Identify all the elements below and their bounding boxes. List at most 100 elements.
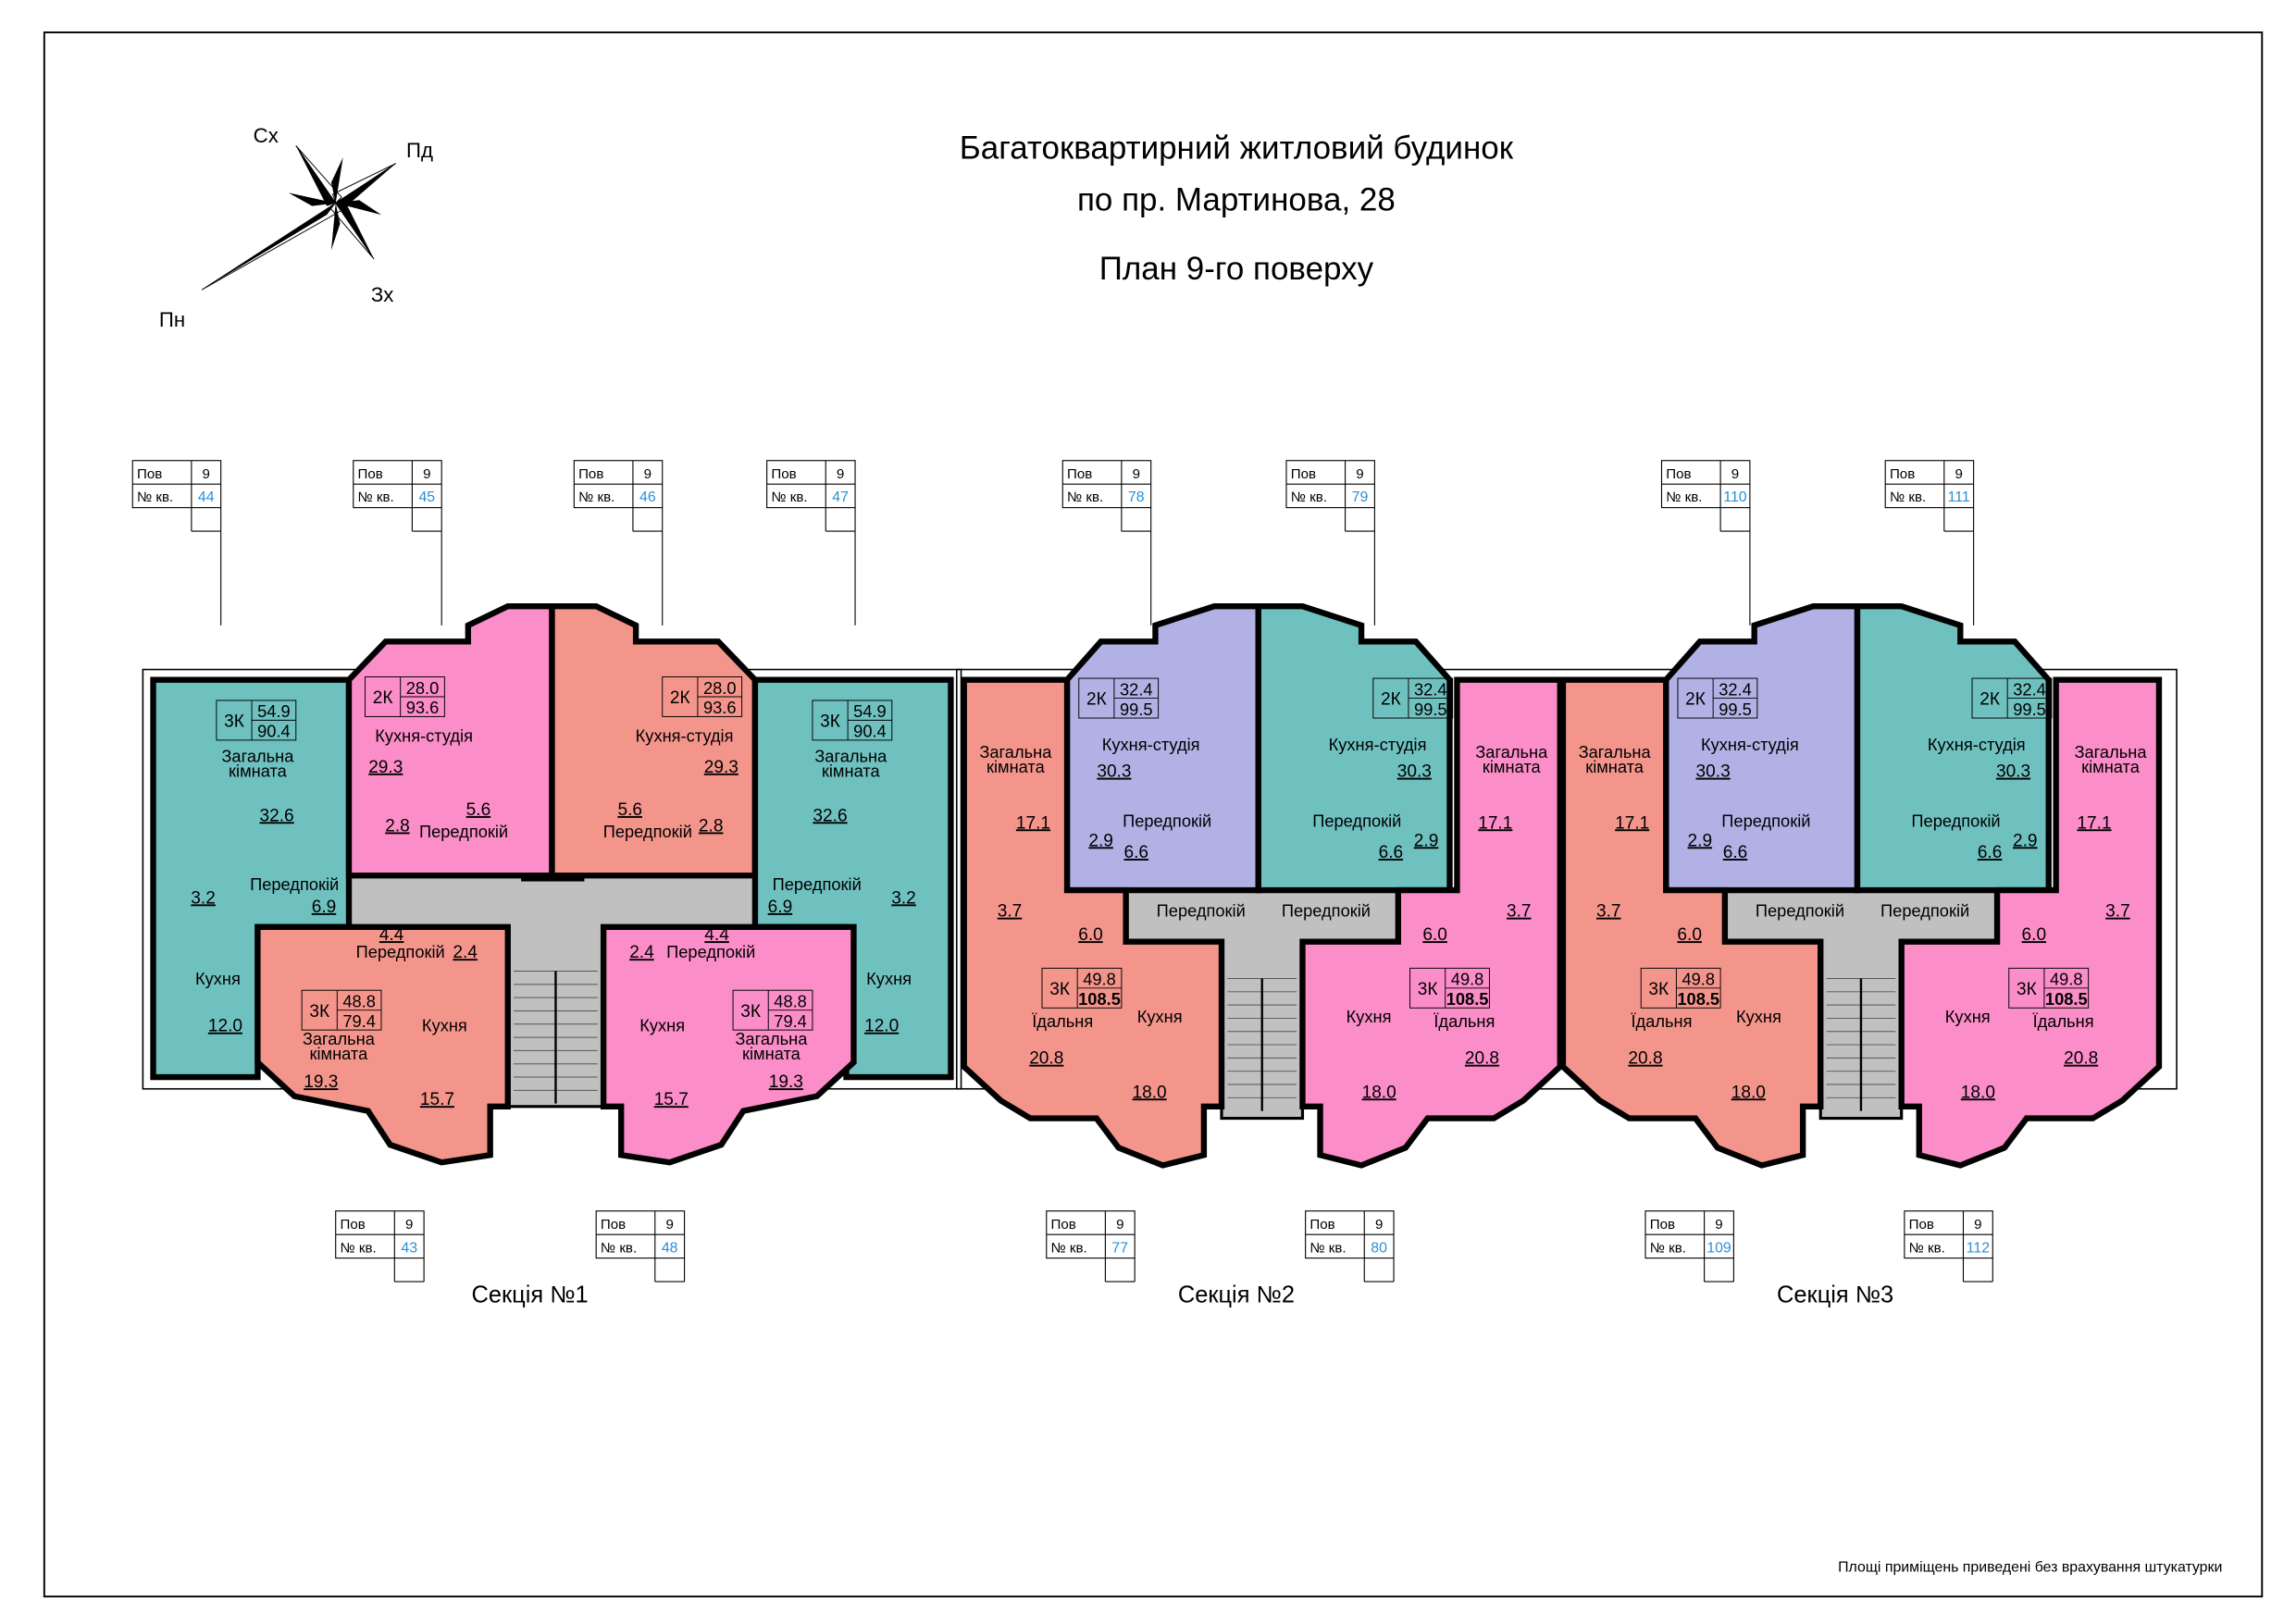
room-name: Кухня (1945, 1007, 1991, 1026)
title-line-2: по пр. Мартинова, 28 (1077, 181, 1396, 217)
room-name: Кухня (639, 1016, 685, 1035)
room-count: 2К (670, 688, 690, 708)
apartment-number-label: № кв. (771, 489, 807, 505)
apartment-79[interactable]: 2К32.499.5Кухня-студія30.3Передпокій6.62… (1255, 602, 1454, 894)
apartment-number[interactable]: 79 (1352, 489, 1369, 505)
apartment-number[interactable]: 110 (1723, 489, 1746, 505)
room-count: 3К (740, 1002, 761, 1022)
room-area: 2.9 (2013, 831, 2038, 850)
total-area: 108.5 (2045, 989, 2088, 1009)
room-area: 12.0 (864, 1017, 899, 1036)
floor-label: Пов (771, 466, 796, 482)
apartment-111[interactable]: 2К32.499.5Кухня-студія30.3Передпокій6.62… (1854, 602, 2053, 894)
apartment-number[interactable]: 44 (198, 489, 215, 505)
room-area: 15.7 (420, 1090, 454, 1109)
apartment-number[interactable]: 109 (1706, 1240, 1731, 1256)
compass-north-label: Пн (159, 308, 185, 331)
title-line-3: План 9-го поверху (1099, 251, 1374, 287)
room-name: Їдальня (1032, 1011, 1093, 1031)
outer-wall-section-2-3 (955, 668, 2178, 1090)
floor-number: 9 (1116, 1217, 1123, 1233)
apartment-number[interactable]: 48 (662, 1240, 678, 1256)
room-area: 6.0 (2022, 925, 2047, 945)
apartment-number[interactable]: 46 (639, 489, 656, 505)
room-area: 15.7 (654, 1090, 689, 1109)
apartment-number[interactable]: 77 (1111, 1240, 1128, 1256)
room-area: 17.1 (2077, 813, 2111, 833)
floor-label: Пов (1666, 466, 1691, 482)
apartment-number[interactable]: 111 (1948, 489, 1970, 505)
room-area: 6.6 (1124, 843, 1149, 862)
living-area: 28.0 (703, 678, 737, 698)
living-area: 32.4 (2013, 679, 2046, 699)
room-count: 3К (1049, 980, 1070, 999)
room-count: 2К (1685, 690, 1706, 710)
room-name: Передпокій (1756, 901, 1844, 921)
room-count: 3К (309, 1002, 329, 1022)
room-area: 3.2 (891, 888, 916, 908)
room-area: 32.6 (260, 806, 294, 825)
floor-number: 9 (1731, 466, 1739, 482)
room-area: 6.0 (1677, 925, 1702, 945)
apartment-area (1854, 602, 2052, 894)
living-area: 49.8 (2050, 970, 2083, 989)
floor-label: Пов (1067, 466, 1092, 482)
room-name: Кухня (866, 969, 912, 988)
room-area: 2.9 (1688, 831, 1713, 850)
room-area: 32.6 (813, 806, 847, 825)
apartment-number[interactable]: 43 (401, 1240, 417, 1256)
apartment-number-label: № кв. (1291, 489, 1327, 505)
room-name: Передпокій (1282, 901, 1371, 921)
room-count: 3К (1648, 980, 1669, 999)
room-name: Кухня (195, 969, 241, 988)
apartment-45[interactable]: 2К28.093.6Кухня-студія29.3Передпокій5.62… (345, 602, 555, 879)
room-count: 2К (1381, 690, 1401, 710)
apartment-46[interactable]: 2К28.093.6Кухня-студія29.3Передпокій5.62… (549, 602, 759, 879)
apartment-78[interactable]: 2К32.499.5Кухня-студія30.3Передпокій6.62… (1063, 602, 1261, 894)
room-area: 2.4 (453, 943, 478, 962)
total-area: 99.5 (1120, 700, 1153, 719)
room-area: 4.4 (704, 925, 729, 945)
floor-number: 9 (1356, 466, 1363, 482)
room-area: 3.7 (998, 902, 1023, 922)
apartment-number-label: № кв. (601, 1240, 637, 1256)
compass-east-label: Сх (254, 124, 279, 147)
room-area: 2.8 (385, 816, 410, 836)
room-area: 6.9 (312, 898, 337, 917)
total-area: 93.6 (406, 698, 440, 717)
footnote: Площі приміщень приведені без врахування… (1838, 1559, 2222, 1575)
apartment-area (1559, 676, 1824, 1169)
section-label: Секція №3 (1777, 1282, 1893, 1307)
apartment-number[interactable]: 45 (418, 489, 435, 505)
floor-label: Пов (601, 1217, 626, 1233)
room-area: 3.2 (191, 888, 216, 908)
apartment-number[interactable]: 47 (832, 489, 849, 505)
compass-west-label: Зх (371, 283, 394, 306)
room-area: 19.3 (769, 1072, 803, 1092)
apartment-number[interactable]: 78 (1128, 489, 1145, 505)
apartment-number[interactable]: 80 (1371, 1240, 1387, 1256)
floor-number: 9 (405, 1217, 413, 1233)
apartment-number[interactable]: 112 (1967, 1240, 1990, 1256)
room-count: 3К (820, 712, 840, 732)
room-area: 30.3 (1696, 762, 1731, 782)
room-area: 19.3 (304, 1072, 338, 1092)
room-name: Передпокій (666, 942, 755, 961)
apartment-110[interactable]: 2К32.499.5Кухня-студія30.3Передпокій6.62… (1663, 602, 1861, 894)
